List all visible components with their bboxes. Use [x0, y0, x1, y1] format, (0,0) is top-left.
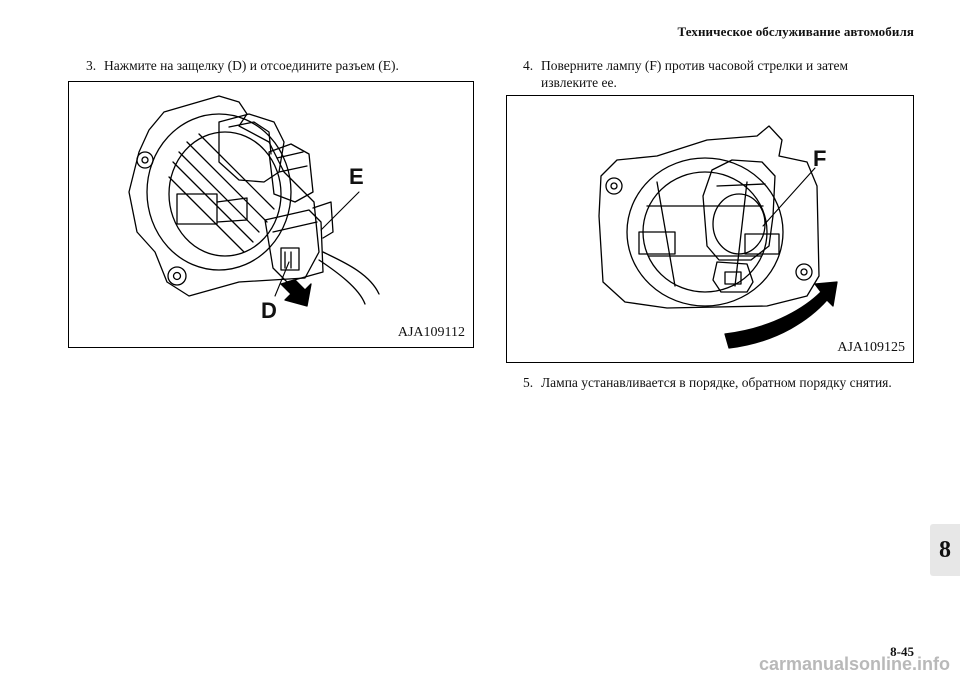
step-5-text: Лампа устанавливается в порядке, обратно… [541, 375, 892, 390]
figure-lamp-removal: F AJA109125 [506, 95, 914, 363]
figure-code-left: AJA109112 [397, 325, 465, 340]
step-4-line2: извлеките ее. [541, 75, 617, 90]
lamp-removal-illustration [598, 125, 838, 349]
step-3-number: 3. [86, 58, 97, 73]
figure-connector-removal: E D AJA109112 [68, 81, 474, 348]
chapter-tab: 8 [930, 524, 960, 576]
step-4-number: 4. [523, 58, 534, 73]
page-number: 8-45 [890, 644, 914, 659]
step-5: 5. Лампа устанавливается в порядке, обрат… [523, 374, 892, 391]
label-f: F [813, 146, 827, 171]
step-3-text: Нажмите на защелку (D) и отсоедините раз… [104, 58, 399, 73]
step-4: 4. Поверните лампу (F) против часовой стр… [523, 57, 848, 91]
step-4-line1: Поверните лампу (F) против часовой стрел… [541, 58, 849, 73]
connector-removal-illustration [128, 95, 380, 307]
step-3: 3. Нажмите на защелку (D) и отсоедините р… [86, 57, 399, 74]
step-5-number: 5. [523, 375, 534, 390]
label-d: D [261, 298, 277, 323]
watermark: carmanualsonline.info [758, 654, 950, 674]
label-e: E [349, 164, 364, 189]
figure-code-right: AJA109125 [837, 340, 905, 355]
page-header-title: Техническое обслуживание автомобиля [677, 24, 914, 39]
